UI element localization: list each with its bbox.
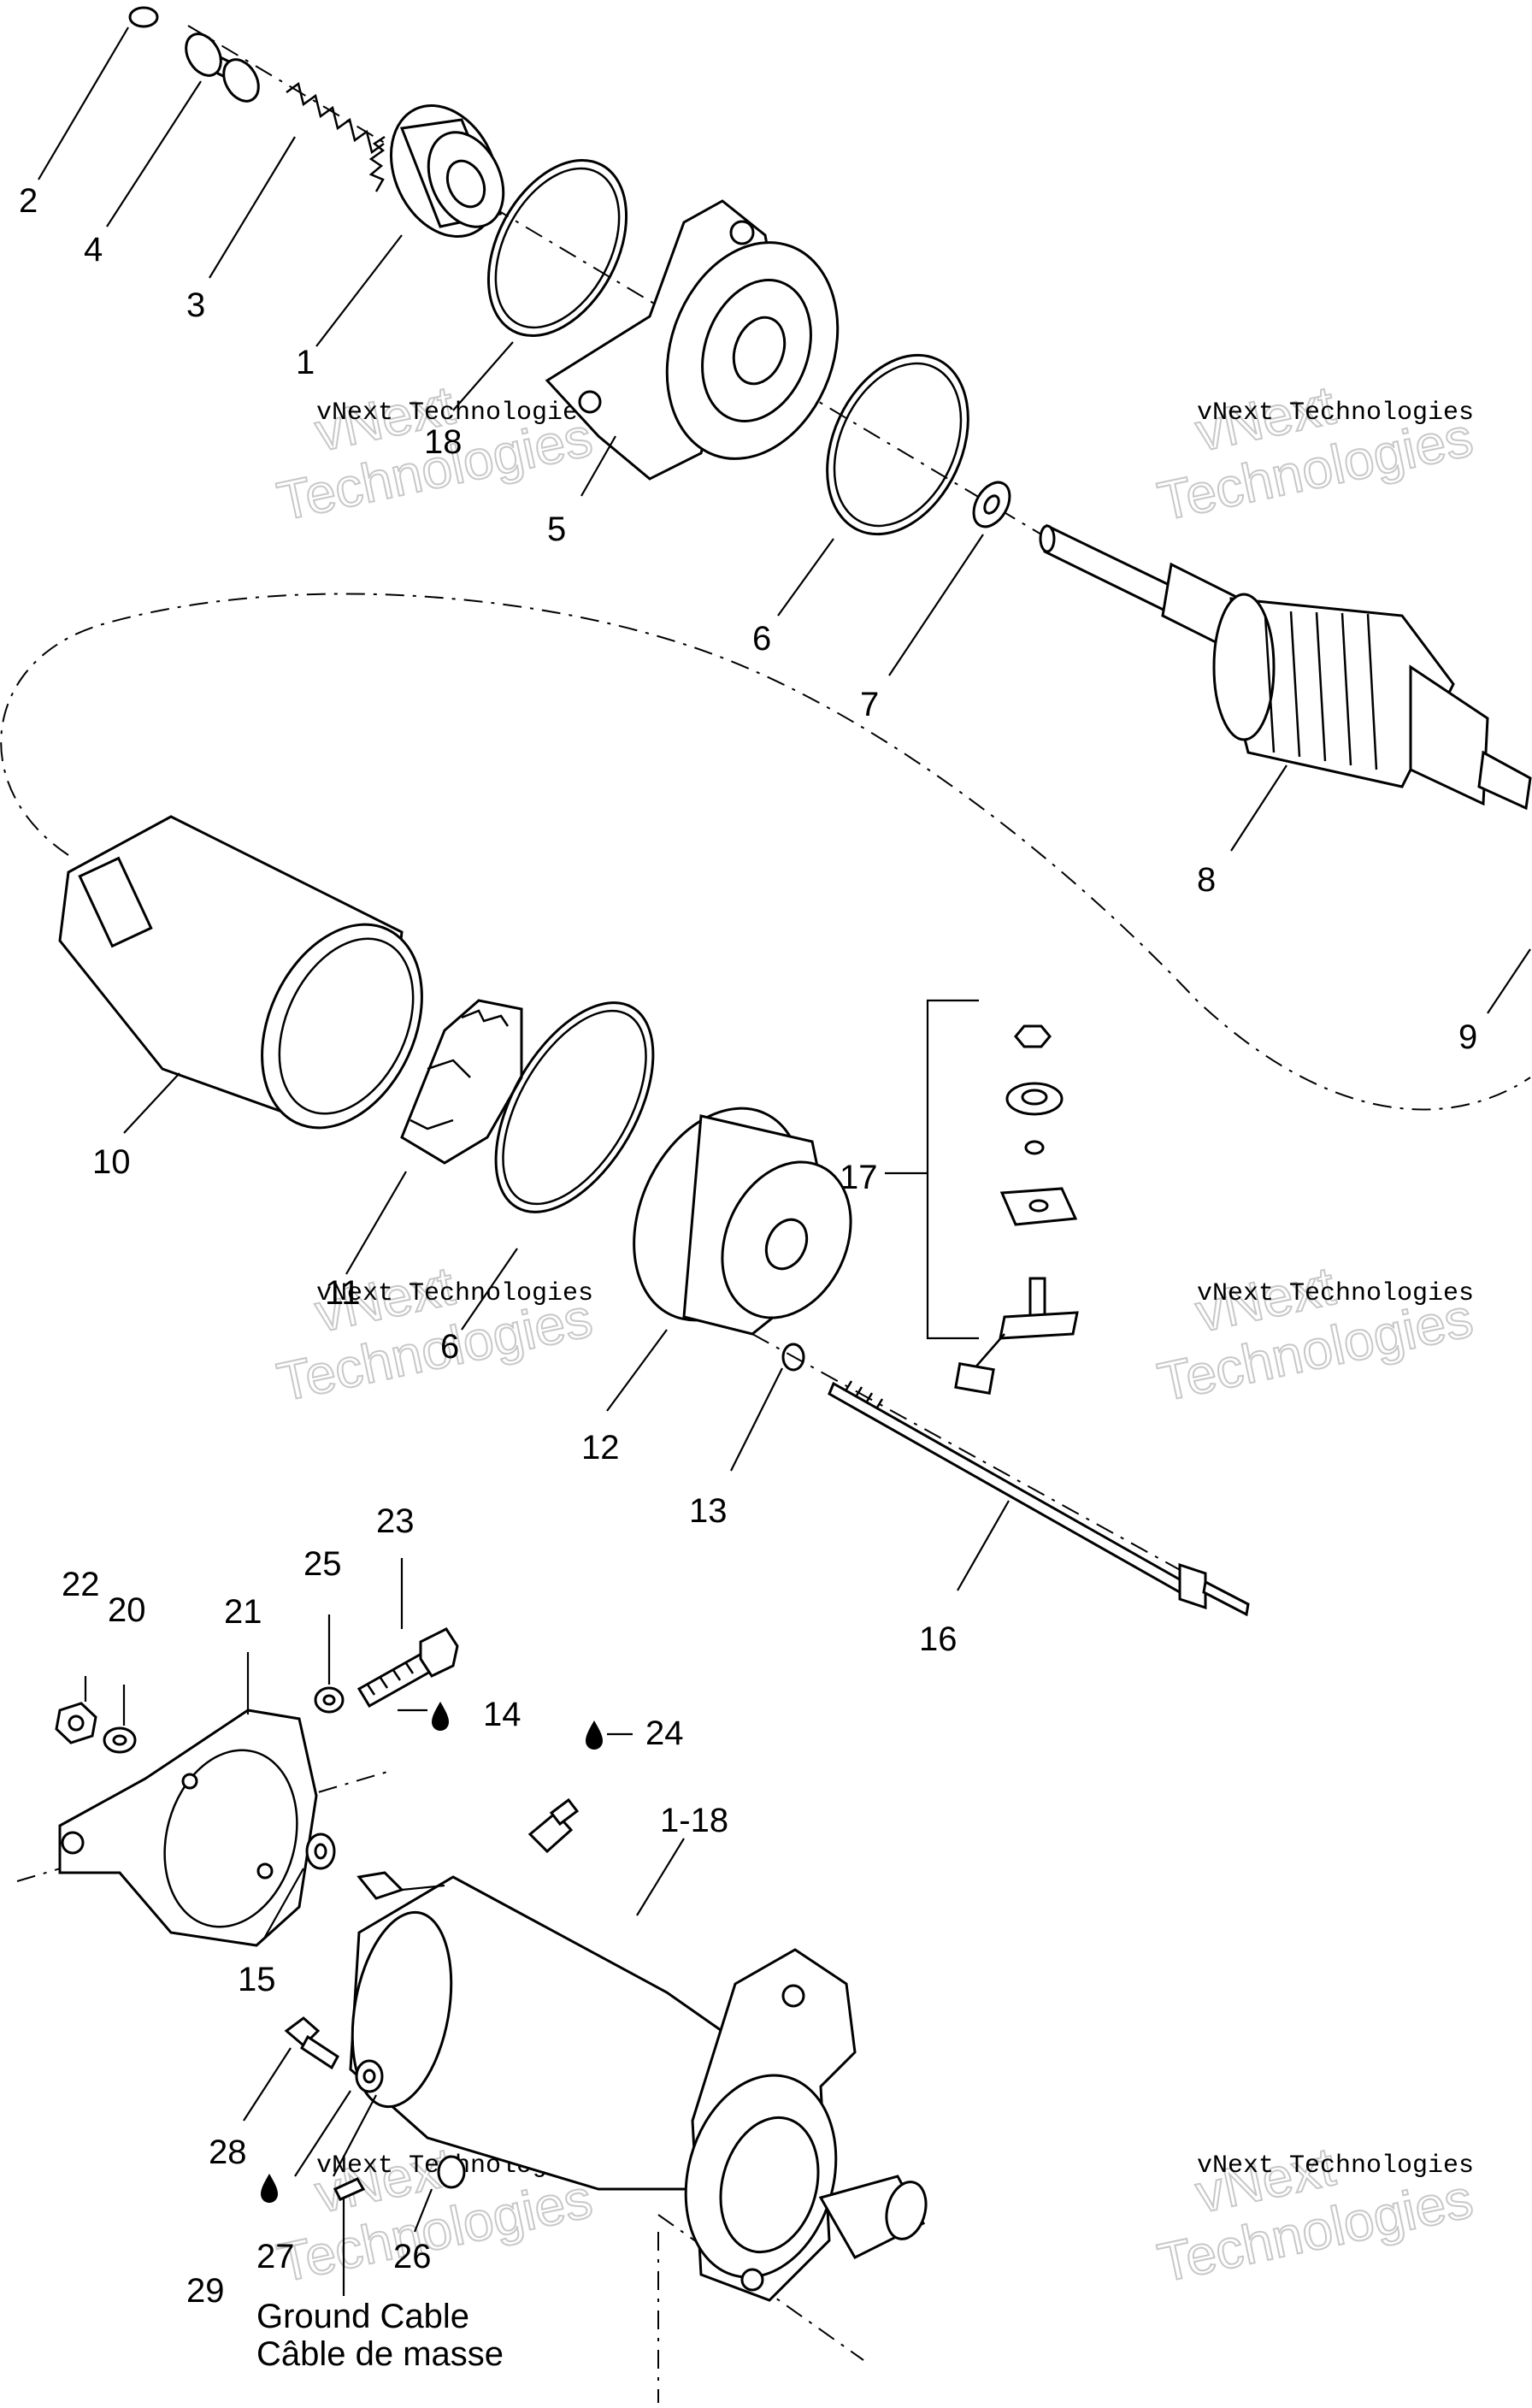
lock-washer-part (437, 2155, 466, 2189)
callout-labels: 2 4 3 1 18 5 6 7 8 9 10 11 6 12 13 17 16… (19, 182, 1477, 2310)
callout-22: 22 (62, 1566, 100, 1603)
oil-drop-icon (586, 1720, 603, 1750)
callout-17: 17 (840, 1159, 878, 1196)
spring-part (286, 81, 385, 155)
callout-14: 14 (483, 1696, 521, 1733)
support-bracket-part (58, 1709, 318, 1947)
retaining-ring-part (128, 6, 159, 28)
callout-6: 6 (752, 620, 771, 658)
brush-part (954, 1362, 995, 1395)
small-o-ring-part (1024, 1140, 1045, 1155)
watermark-text: vNext Technologies (316, 398, 593, 428)
callout-5: 5 (547, 511, 566, 548)
watermark-text: vNext Technologies (1197, 1279, 1474, 1308)
o-ring-part (781, 1343, 805, 1372)
oil-drop-icon (261, 2174, 278, 2203)
callout-27: 27 (256, 2238, 295, 2275)
callout-4: 4 (84, 231, 103, 269)
ground-cable-label: Ground Cable (256, 2298, 469, 2335)
starter-assembly-part (349, 1797, 928, 2302)
callout-24: 24 (645, 1715, 684, 1752)
armature-part (1039, 523, 1532, 811)
terminal-kit-group (885, 999, 1079, 1395)
assembly-boundary-loop (0, 593, 1531, 1111)
callout-23: 23 (376, 1502, 415, 1540)
callout-2: 2 (19, 182, 38, 220)
callout-29: 29 (186, 2272, 225, 2310)
callout-3: 3 (186, 286, 205, 324)
drive-pinion-part (368, 103, 505, 239)
callout-25: 25 (303, 1545, 342, 1583)
callout-21: 21 (224, 1593, 262, 1631)
yoke-housing-part (58, 815, 423, 1130)
o-ring-part (486, 158, 628, 338)
leader-lines (38, 27, 1531, 2296)
callout-28: 28 (209, 2134, 247, 2171)
watermark-text: vNext Technologies (1197, 398, 1474, 428)
bolt-part (356, 1627, 459, 1709)
callout-16: 16 (919, 1620, 958, 1658)
oil-drop-icon (432, 1702, 449, 1731)
ground-cable-pin-part (333, 2177, 366, 2201)
nut-part (1014, 1024, 1052, 1048)
callout-20: 20 (108, 1591, 146, 1629)
callout-7: 7 (860, 686, 879, 723)
screw-part (284, 2016, 339, 2070)
bushing-part (185, 32, 260, 103)
through-bolt-part (828, 1380, 1250, 1617)
callout-26: 26 (393, 2238, 432, 2275)
o-ring-part (494, 1001, 655, 1213)
callout-11: 11 (325, 1274, 361, 1312)
callout-13: 13 (689, 1492, 728, 1530)
callout-12: 12 (581, 1429, 620, 1467)
watermark-text: vNext Technologies (1197, 2151, 1474, 2181)
end-cover-part (633, 1107, 852, 1336)
washer-part (972, 481, 1011, 528)
callout-18: 18 (424, 423, 463, 461)
callout-1: 1 (296, 344, 315, 381)
callout-8: 8 (1197, 861, 1216, 899)
callout-6: 6 (440, 1328, 459, 1366)
callout-1-18: 1-18 (660, 1802, 728, 1839)
callout-15: 15 (238, 1961, 276, 1998)
o-ring-part (826, 353, 969, 536)
watermark-text: vNext Technologies (316, 1279, 593, 1308)
ground-cable-label-fr: Câble de masse (256, 2335, 504, 2373)
callout-9: 9 (1458, 1018, 1477, 1056)
brush-holder-part (400, 999, 523, 1165)
front-housing-part (545, 199, 840, 481)
callout-10: 10 (92, 1143, 131, 1181)
